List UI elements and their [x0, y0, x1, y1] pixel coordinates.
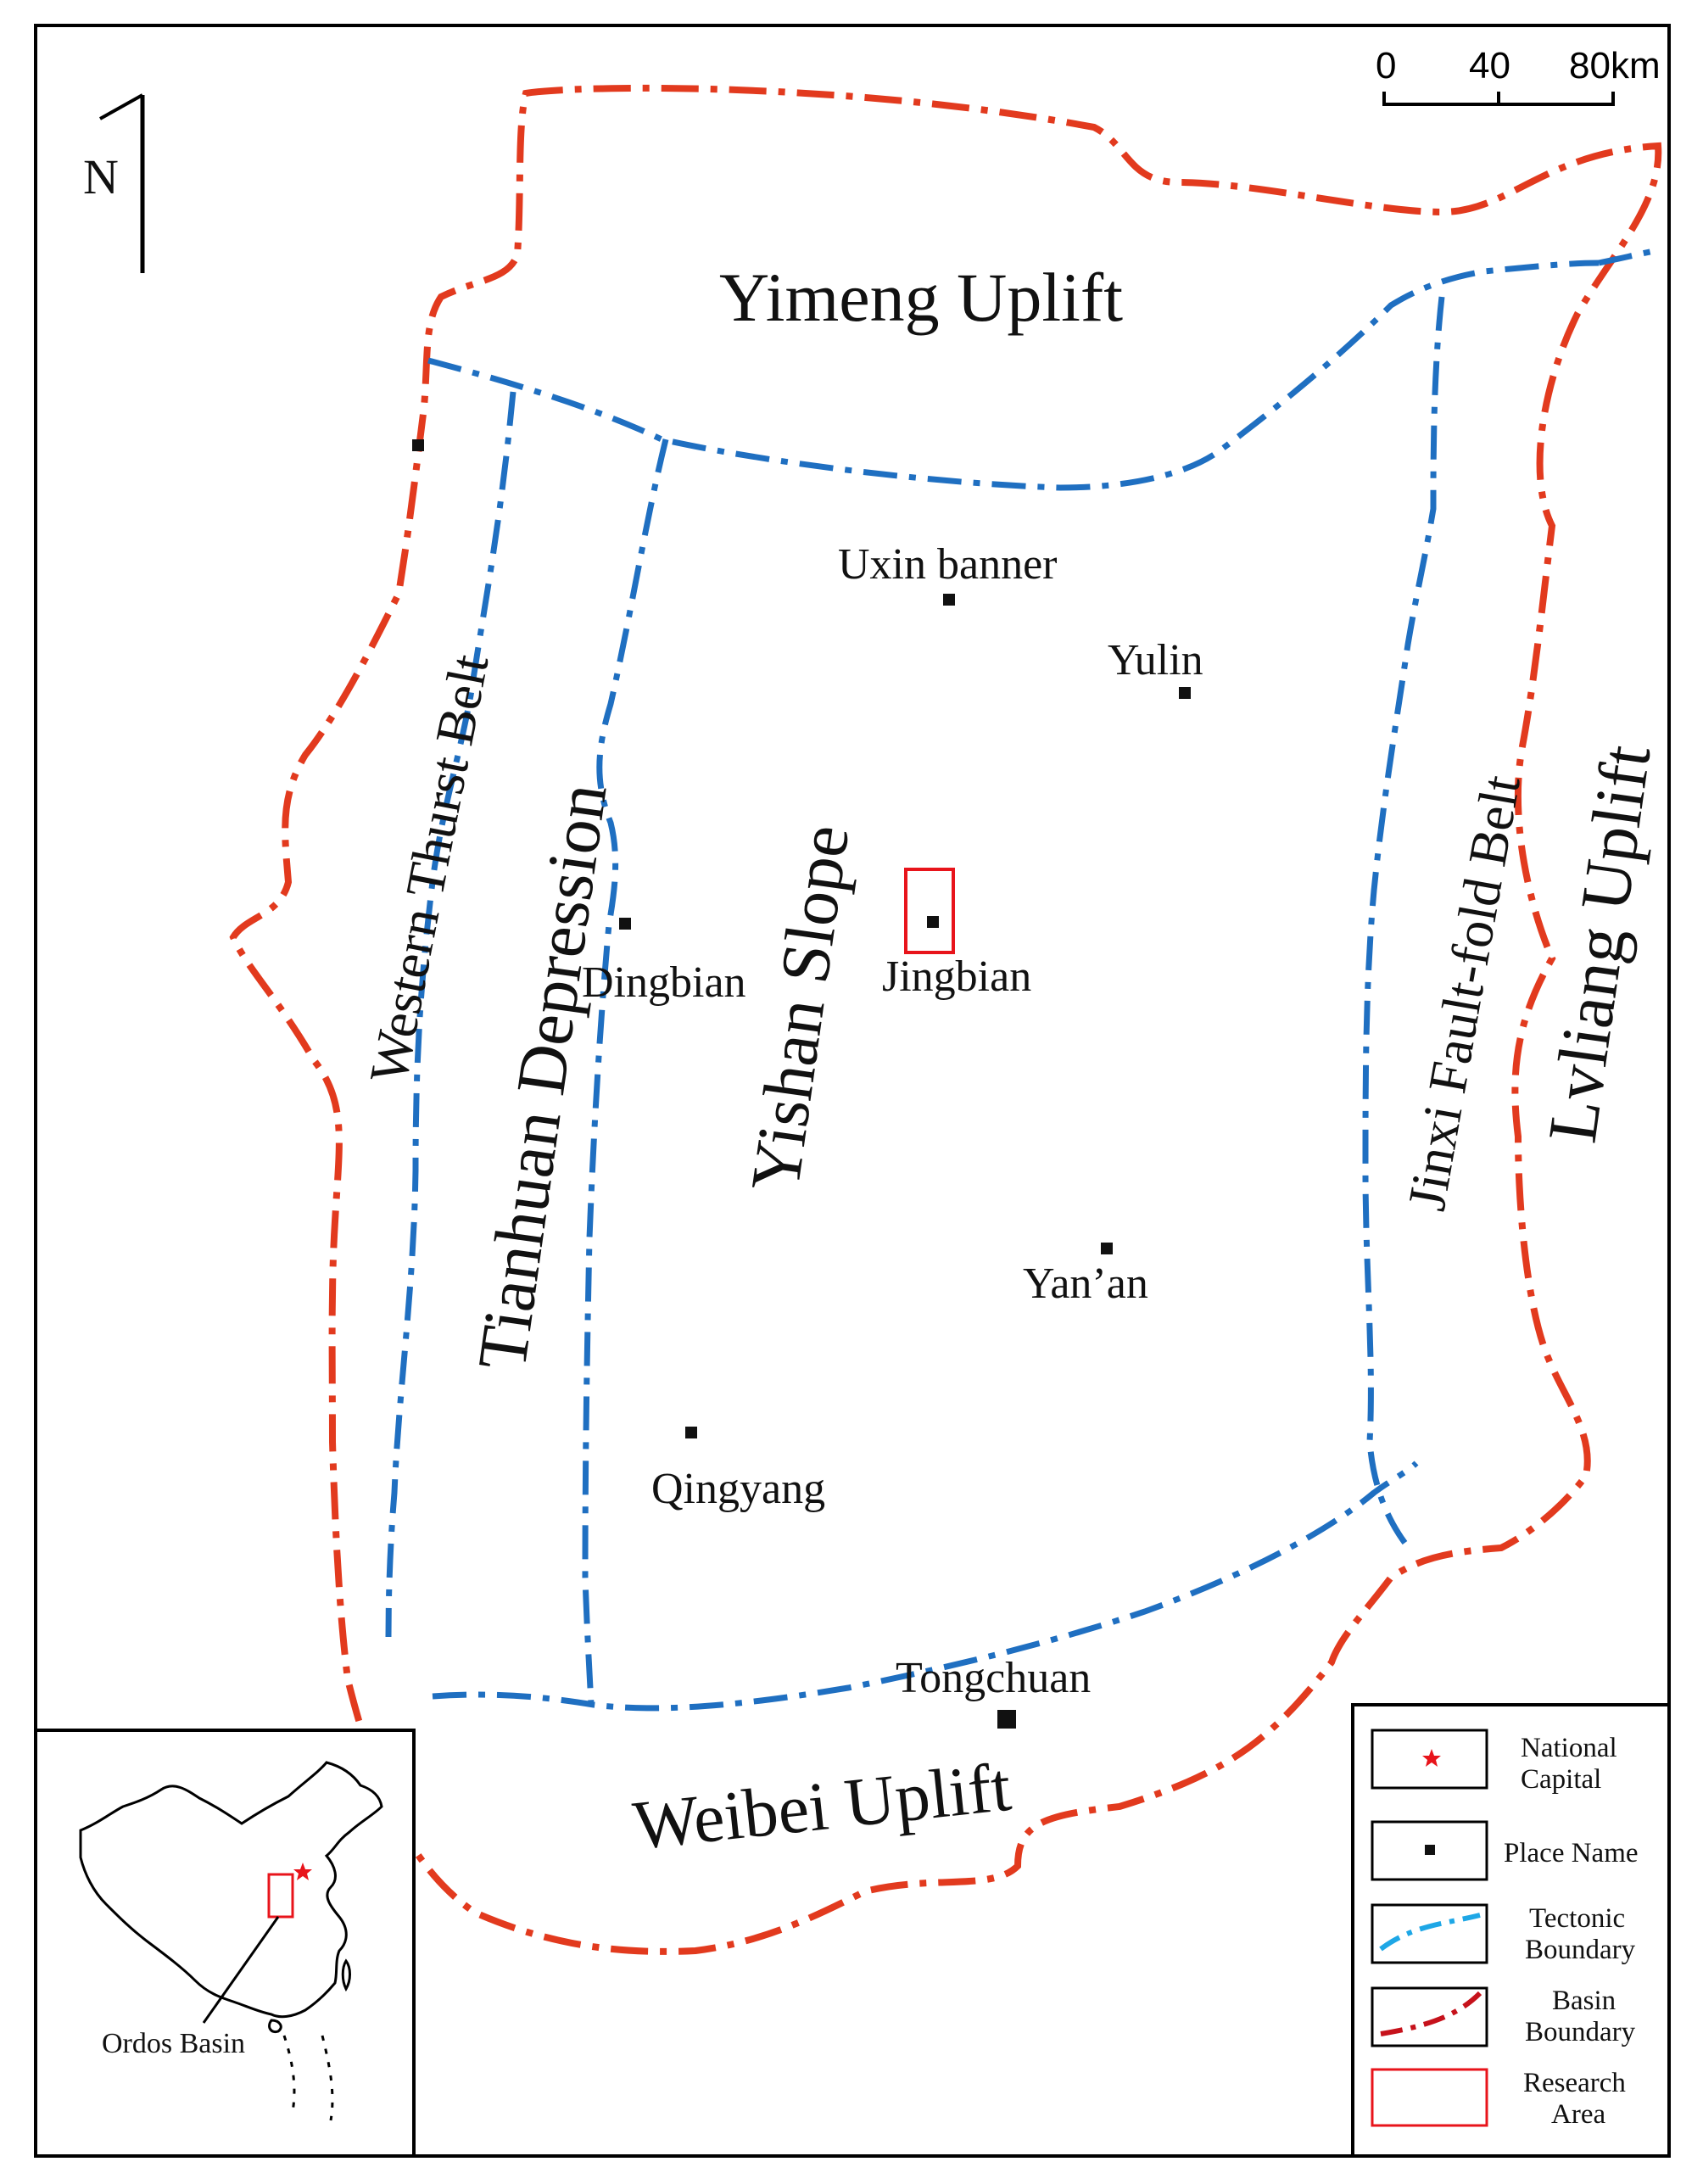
legend-place-label: Place Name [1504, 1838, 1639, 1868]
place-marker-qingyang [685, 1427, 697, 1438]
place-yanan: Yan’an [1023, 1260, 1148, 1308]
scale-tick-80km: 80km [1569, 45, 1661, 87]
map-frame [34, 24, 1671, 2158]
region-yishan-slope: Yishan Slope [736, 820, 864, 1197]
scale-tick-40: 40 [1469, 45, 1510, 87]
research-area-box [904, 868, 955, 954]
inset-capital-star [293, 1863, 312, 1880]
china-outline [79, 1761, 383, 2019]
legend-tectonic-line1: Tectonic [1529, 1903, 1625, 1934]
legend-tectonic-line2: Boundary [1525, 1935, 1636, 1965]
region-western-thurst-belt: Western Thurst Belt [358, 650, 500, 1088]
tectonic-boundary-jinxi-west [1362, 296, 1445, 1555]
inset-leader-line [202, 1916, 280, 2024]
basin-boundary [229, 84, 1662, 1955]
tectonic-boundary-north [427, 260, 1600, 491]
hainan-outline [268, 2019, 282, 2034]
inset-ordos-basin [267, 1873, 294, 1919]
place-tongchuan: Tongchuan [896, 1654, 1091, 1702]
legend-swatch-research [1371, 2068, 1488, 2127]
tectonic-boundary-south [432, 1461, 1419, 1712]
taiwan-outline [341, 1958, 351, 1992]
legend-research-line2: Area [1551, 2099, 1605, 2130]
north-arrow: N [83, 93, 145, 273]
place-marker-uxin [943, 594, 955, 606]
scale-tick-0: 0 [1376, 45, 1396, 87]
legend-basin-line [1380, 1991, 1482, 2036]
tectonic-boundary-tianhuan [582, 438, 669, 1706]
place-marker-dingbian [619, 918, 631, 930]
legend-tectonic-line [1379, 1913, 1481, 1952]
legend-capital-line1: National [1521, 1733, 1617, 1763]
place-jingbian: Jingbian [882, 952, 1031, 1001]
legend-swatch-tectonic [1371, 1903, 1488, 1964]
region-lvliang-uplift: Lvliang Uplift [1533, 740, 1666, 1148]
region-yimeng-uplift: Yimeng Uplift [719, 259, 1123, 336]
tectonic-boundary-jinxi-east [1598, 247, 1659, 266]
tectonic-boundaries [385, 247, 1659, 1712]
region-jinxi-fault-fold-belt: Jinxi Fault-fold Belt [1396, 771, 1532, 1215]
legend-capital-line2: Capital [1521, 1764, 1601, 1795]
place-marker-tongchuan [997, 1710, 1016, 1729]
south-sea-dashes [282, 2035, 334, 2121]
scale-bar: 0 40 80km [1376, 45, 1661, 106]
region-weibei-uplift: Weibei Uplift [629, 1748, 1014, 1864]
legend-swatch-place [1371, 1820, 1488, 1881]
place-yulin: Yulin [1108, 636, 1203, 684]
place-marker-western [412, 439, 424, 451]
places: Uxin banner Yulin Dingbian Jingbian Yan’… [412, 439, 1203, 1729]
place-qingyang: Qingyang [651, 1465, 825, 1513]
tectonic-boundary-western [385, 391, 516, 1638]
legend-frame [1351, 1703, 1671, 2158]
place-marker-yanan [1101, 1243, 1113, 1254]
place-uxin-banner: Uxin banner [838, 540, 1057, 589]
legend-swatch-basin [1371, 1986, 1488, 2047]
legend-basin-line2: Boundary [1525, 2017, 1636, 2047]
legend: National Capital Place Name Tectonic Bou… [1351, 1703, 1671, 2158]
legend-place-marker [1425, 1845, 1435, 1855]
inset-china-map: Ordos Basin [34, 1729, 416, 2158]
inset-frame [34, 1729, 416, 2158]
inset-ordos-basin-label: Ordos Basin [102, 2028, 245, 2059]
legend-research-line1: Research [1523, 2068, 1626, 2098]
place-dingbian: Dingbian [582, 958, 746, 1007]
place-marker-yulin [1179, 687, 1191, 699]
north-label: N [83, 149, 119, 204]
place-marker-jingbian [927, 916, 939, 928]
legend-basin-line1: Basin [1552, 1986, 1616, 2016]
legend-capital-star [1422, 1749, 1441, 1767]
legend-swatch-capital [1371, 1729, 1488, 1790]
